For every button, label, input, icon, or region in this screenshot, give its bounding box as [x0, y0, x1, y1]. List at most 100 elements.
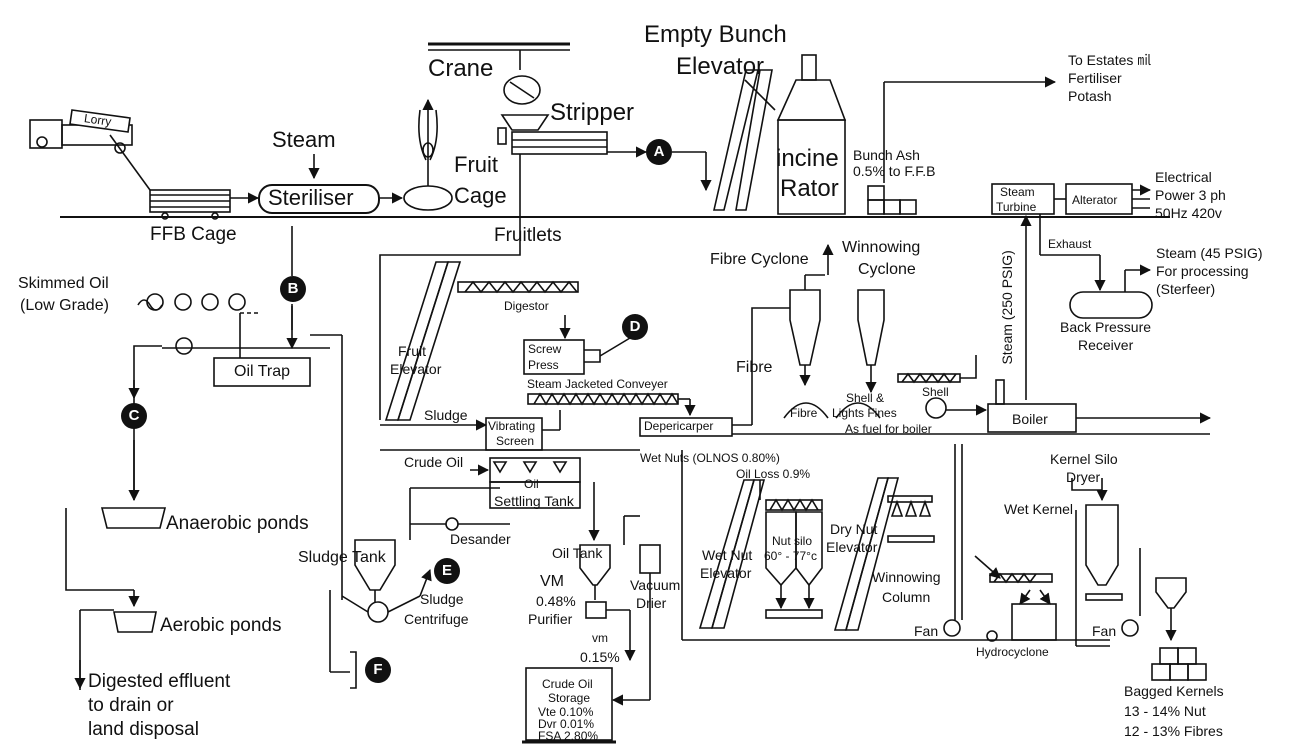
badge-c: C: [121, 403, 147, 429]
oil-tank-label: Oil Tank: [552, 545, 603, 561]
oil-trap-label: Oil Trap: [234, 363, 291, 380]
electrical-label: Electrical: [1155, 169, 1212, 185]
screw-label: Screw: [528, 342, 562, 356]
badge-d: D: [622, 314, 648, 340]
ffb-cage-label: FFB Cage: [150, 224, 237, 245]
to-drain-label: to drain or: [88, 695, 174, 716]
incine-label: incine: [776, 145, 839, 172]
oil-loss-label: Oil Loss 0.9%: [736, 467, 811, 481]
wet-nut-label: Wet Nut: [702, 547, 753, 563]
steam-45-label: Steam (45 PSIG): [1156, 245, 1263, 261]
hydrocyclone-label: Hydrocyclone: [976, 645, 1049, 659]
steam-jacketed-conveyer-label: Steam Jacketed Conveyer: [527, 377, 668, 391]
aerobic-ponds-label: Aerobic ponds: [160, 615, 282, 636]
fruitlets-label: Fruitlets: [494, 225, 562, 246]
fibre-label: Fibre: [736, 359, 773, 376]
voltage-label: 50Hz 420v: [1155, 205, 1222, 221]
nut-silo-label: Nut silo: [772, 534, 813, 548]
fruit-elevator-label-1: Fruit: [398, 343, 426, 359]
sludge-centrifuge-label-2: Centrifuge: [404, 611, 469, 627]
nut-silo-temp-label: 60° - 77°c: [764, 549, 817, 563]
badge-b: B: [280, 276, 306, 302]
crane-label: Crane: [428, 55, 494, 82]
back-pressure-label: Back Pressure: [1060, 319, 1152, 335]
fan-right-label: Fan: [1092, 623, 1117, 639]
empty-bunch-label: Empty Bunch: [644, 21, 787, 48]
steam-turbine-label-1: Steam: [1000, 185, 1035, 199]
bagged-kernels-label: Bagged Kernels: [1124, 683, 1224, 699]
as-fuel-label: As fuel for boiler: [845, 422, 932, 436]
cyclone-label: Cyclone: [858, 261, 916, 278]
fertiliser-label: Fertiliser: [1068, 70, 1122, 86]
dry-nut-elevator-label: Elevator: [826, 539, 878, 555]
wet-nut-elevator-label: Elevator: [700, 565, 752, 581]
steriliser-label: Steriliser: [268, 185, 354, 210]
dry-nut-label: Dry Nut: [830, 521, 878, 537]
shell-and-label: Shell &: [846, 391, 885, 405]
sterfeer-label: (Sterfeer): [1156, 281, 1216, 297]
power-3ph-label: Power 3 ph: [1155, 187, 1226, 203]
steam-250-label: Steam (250 PSIG): [998, 250, 1015, 365]
sludge-label: Sludge: [424, 407, 468, 423]
sludge-tank-label: Sludge Tank: [298, 549, 386, 566]
steam-turbine-label-2: Turbine: [996, 200, 1037, 214]
storage-fsa-label: FSA 2.80%: [538, 729, 599, 743]
steam-label: Steam: [272, 127, 336, 152]
vm-label: VM: [540, 573, 564, 590]
fibres-pct-label: 12 - 13% Fibres: [1124, 723, 1223, 739]
anaerobic-ponds-label: Anaerobic ponds: [166, 513, 309, 534]
storage-dvr-label: Dvr 0.01%: [538, 717, 595, 731]
sludge-centrifuge-label-1: Sludge: [420, 591, 464, 607]
shell-label: Shell: [922, 385, 949, 399]
elevator-label: Elevator: [676, 53, 765, 80]
badge-a: A: [646, 139, 672, 165]
storage-label: Storage: [548, 691, 591, 705]
crude-oil-storage-label: Crude Oil: [542, 677, 593, 691]
bunch-ash-pct-label: 0.5% to F.F.B: [853, 163, 936, 179]
fruit-elevator-label-2: Elevator: [390, 361, 442, 377]
crude-oil-label: Crude Oil: [404, 454, 464, 470]
depericarper-label: Depericarper: [644, 419, 714, 433]
badge-e: E: [434, 558, 460, 584]
winnowing-column-label: Winnowing: [872, 569, 941, 585]
fibre-cyclone-label: Fibre Cyclone: [710, 251, 809, 268]
stripper-label: Stripper: [550, 99, 635, 126]
badge-f: F: [365, 657, 391, 683]
potash-label: Potash: [1068, 88, 1112, 104]
exhaust-label: Exhaust: [1048, 237, 1092, 251]
kernel-silo-label: Kernel Silo: [1050, 451, 1118, 467]
vm2-pct-label: 0.15%: [580, 649, 620, 665]
vm-pct-label: 0.48%: [536, 593, 576, 609]
press-label: Press: [528, 358, 559, 372]
low-grade-label: (Low Grade): [20, 297, 109, 314]
digester-label: Digestor: [504, 299, 549, 313]
rator-label: Rator: [780, 175, 839, 202]
boiler-label: Boiler: [1012, 411, 1048, 427]
storage-vte-label: Vte 0.10%: [538, 705, 594, 719]
settling-tank-label: Settling Tank: [494, 493, 574, 509]
bunch-ash-label: Bunch Ash: [853, 147, 920, 163]
fibre-heap-label: Fibre: [790, 406, 818, 420]
dryer-label: Dryer: [1066, 469, 1101, 485]
drier-label: Drier: [636, 595, 667, 611]
vacuum-label: Vacuum: [630, 577, 681, 593]
column-label: Column: [882, 589, 931, 605]
nut-pct-label: 13 - 14% Nut: [1124, 703, 1206, 719]
fan-left-label: Fan: [914, 623, 939, 639]
digested-effluent-label: Digested effluent: [88, 671, 231, 692]
receiver-label: Receiver: [1078, 337, 1134, 353]
steriliser-box: [258, 184, 380, 214]
fruit-label: Fruit: [454, 152, 498, 177]
vibrating-label: Vibrating: [488, 419, 536, 433]
screen-label: Screen: [496, 434, 535, 448]
cage-label: Cage: [454, 183, 507, 208]
winnowing-label: Winnowing: [842, 239, 921, 256]
desander-label: Desander: [450, 531, 511, 547]
vm2-label: vm: [592, 631, 608, 645]
land-disposal-label: land disposal: [88, 719, 199, 740]
to-estates-label: To Estates ㏕: [1068, 52, 1152, 68]
wet-nuts-label: Wet Nuts (OLNOS 0.80%): [640, 451, 780, 465]
for-processing-label: For processing: [1156, 263, 1249, 279]
lights-fines-label: Lights Fines: [832, 406, 897, 420]
